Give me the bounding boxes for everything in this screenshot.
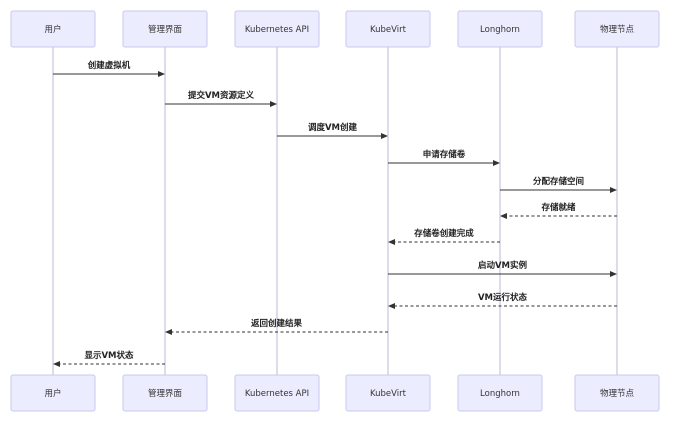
actor-label-user-top: 用户 bbox=[44, 24, 61, 35]
actor-box-longhorn-bottom bbox=[457, 374, 543, 412]
message-5-label: 存储就绪 bbox=[540, 202, 576, 213]
message-3-arrowhead bbox=[493, 160, 500, 166]
actor-label-ui-top: 管理界面 bbox=[148, 24, 183, 35]
actors-top: 用户 管理界面 Kubernetes API KubeVirt Longhorn 物理节点 bbox=[10, 10, 660, 48]
actor-label-node-bottom: 物理节点 bbox=[600, 388, 635, 399]
message-4-label: 分配存储空间 bbox=[533, 176, 584, 187]
message-2-arrowhead bbox=[381, 133, 388, 139]
message-6-label: 存储卷创建完成 bbox=[413, 228, 474, 239]
actor-label-longhorn-top: Longhorn bbox=[480, 25, 520, 35]
actor-box-k8s-top bbox=[234, 10, 320, 48]
actor-label-kubevirt-bottom: KubeVirt bbox=[370, 389, 407, 399]
actor-box-node-bottom bbox=[574, 374, 660, 412]
actor-label-user-bottom: 用户 bbox=[44, 388, 61, 399]
message-0-label: 创建虚拟机 bbox=[87, 60, 131, 71]
message-2-label: 调度VM创建 bbox=[308, 122, 358, 133]
actor-label-ui-bottom: 管理界面 bbox=[148, 388, 183, 399]
message-4-arrowhead bbox=[610, 187, 617, 193]
lifelines bbox=[52, 47, 618, 375]
actor-box-node-top bbox=[574, 10, 660, 48]
actor-box-ui-bottom bbox=[122, 374, 208, 412]
actor-box-ui-top bbox=[122, 10, 208, 48]
message-1-label: 提交VM资源定义 bbox=[188, 90, 255, 101]
actor-label-k8s-bottom: Kubernetes API bbox=[245, 389, 309, 399]
actor-box-user-top bbox=[10, 10, 96, 48]
actor-box-kubevirt-top bbox=[345, 10, 431, 48]
message-3-label: 申请存储卷 bbox=[423, 149, 466, 160]
message-1-arrowhead bbox=[270, 101, 277, 107]
message-8-label: VM运行状态 bbox=[478, 292, 528, 303]
actors-bottom: 用户 管理界面 Kubernetes API KubeVirt Longhorn 物理节点 bbox=[10, 374, 660, 412]
message-9-label: 返回创建结果 bbox=[251, 318, 303, 329]
actor-box-user-bottom bbox=[10, 374, 96, 412]
actor-box-longhorn-top bbox=[457, 10, 543, 48]
actor-box-kubevirt-bottom bbox=[345, 374, 431, 412]
message-10-label: 显示VM状态 bbox=[84, 350, 134, 361]
actor-label-node-top: 物理节点 bbox=[600, 24, 635, 35]
actor-label-k8s-top: Kubernetes API bbox=[245, 25, 309, 35]
message-5-arrowhead bbox=[500, 213, 507, 219]
message-0-arrowhead bbox=[158, 71, 165, 77]
message-8-arrowhead bbox=[388, 303, 395, 309]
actor-label-longhorn-bottom: Longhorn bbox=[480, 389, 520, 399]
message-10-arrowhead bbox=[53, 361, 60, 367]
message-7-arrowhead bbox=[610, 271, 617, 277]
message-7-label: 启动VM实例 bbox=[478, 260, 528, 271]
message-6-arrowhead bbox=[388, 239, 395, 245]
messages: 创建虚拟机提交VM资源定义调度VM创建申请存储卷分配存储空间存储就绪存储卷创建完… bbox=[53, 60, 617, 367]
actor-label-kubevirt-top: KubeVirt bbox=[370, 25, 407, 35]
message-9-arrowhead bbox=[165, 329, 172, 335]
actor-box-k8s-bottom bbox=[234, 374, 320, 412]
